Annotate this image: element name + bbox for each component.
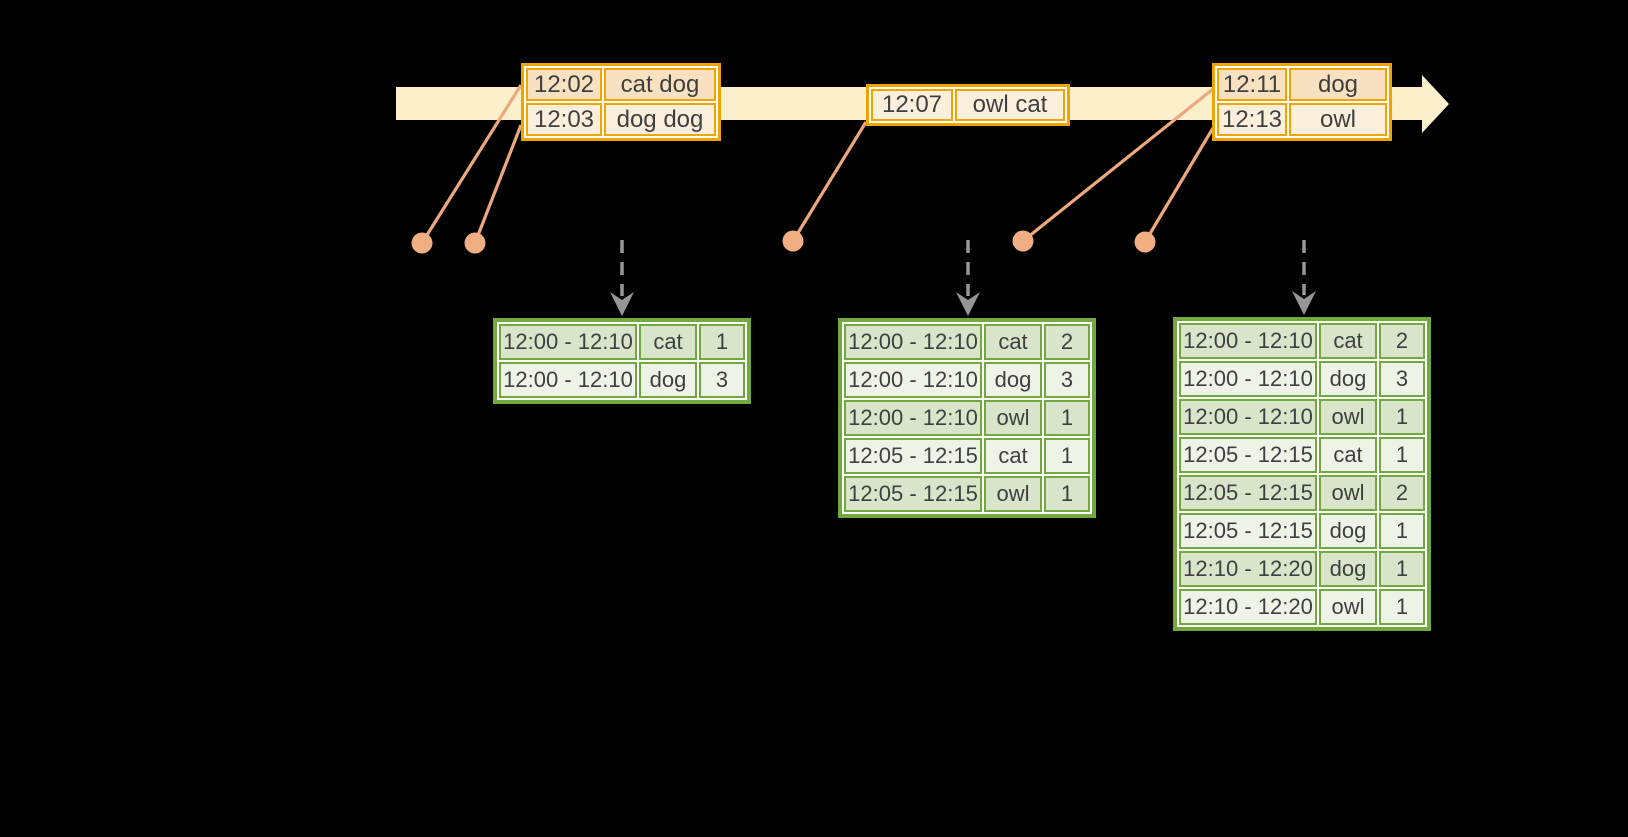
table-cell: 1 <box>699 324 745 360</box>
table-cell: 2 <box>1379 323 1425 359</box>
table-cell: 12:00 - 12:10 <box>499 324 637 360</box>
table-cell: 12:07 <box>871 89 953 121</box>
table-cell: 1 <box>1379 399 1425 435</box>
table-cell: 3 <box>1044 362 1090 398</box>
table-cell: dog <box>1289 68 1387 101</box>
table-cell: dog <box>639 362 697 398</box>
table-cell: cat <box>1319 323 1377 359</box>
table-cell: cat <box>639 324 697 360</box>
table-cell: dog <box>984 362 1042 398</box>
table-cell: 12:03 <box>526 103 602 136</box>
event-dot <box>1134 231 1156 253</box>
trigger-arrow <box>956 240 980 316</box>
table-cell: cat dog <box>604 68 716 101</box>
table-cell: 12:05 - 12:15 <box>1179 475 1317 511</box>
table-cell: 1 <box>1044 400 1090 436</box>
table-cell: 1 <box>1044 476 1090 512</box>
table-cell: 2 <box>1379 475 1425 511</box>
table-cell: 12:00 - 12:10 <box>1179 361 1317 397</box>
table-cell: dog <box>1319 513 1377 549</box>
trigger-arrowhead-icon <box>610 292 634 316</box>
table-cell: cat <box>984 324 1042 360</box>
event-connector-line <box>1143 127 1215 243</box>
table-cell: dog <box>1319 361 1377 397</box>
table-cell: 12:05 - 12:15 <box>844 438 982 474</box>
table-cell: dog <box>1319 551 1377 587</box>
table-cell: owl <box>1289 103 1387 136</box>
table-cell: 12:10 - 12:20 <box>1179 589 1317 625</box>
table-cell: 12:05 - 12:15 <box>844 476 982 512</box>
table-cell: cat <box>984 438 1042 474</box>
table-cell: 12:10 - 12:20 <box>1179 551 1317 587</box>
table-cell: 2 <box>1044 324 1090 360</box>
table-cell: owl <box>984 400 1042 436</box>
table-cell: 3 <box>1379 361 1425 397</box>
table-cell: 12:00 - 12:10 <box>1179 323 1317 359</box>
table-cell: 12:00 - 12:10 <box>844 362 982 398</box>
trigger-arrow <box>610 240 634 316</box>
trigger-arrowhead-icon <box>1292 291 1316 315</box>
table-cell: 12:02 <box>526 68 602 101</box>
table-cell: owl <box>1319 589 1377 625</box>
trigger-arrowhead-icon <box>956 292 980 316</box>
table-cell: 1 <box>1379 551 1425 587</box>
table-cell: owl <box>1319 475 1377 511</box>
event-connector-line <box>473 124 523 244</box>
event-dot <box>464 232 486 254</box>
table-cell: 12:00 - 12:10 <box>499 362 637 398</box>
table-cell: dog dog <box>604 103 716 136</box>
event-dot <box>782 230 804 252</box>
event-dot <box>1012 230 1034 252</box>
table-cell: owl cat <box>955 89 1065 121</box>
event-dot <box>411 232 433 254</box>
table-cell: 12:13 <box>1217 103 1287 136</box>
event-connector-line <box>791 121 868 242</box>
timeline-arrowhead-icon <box>1422 75 1449 133</box>
table-cell: 12:11 <box>1217 68 1287 101</box>
table-cell: 1 <box>1379 437 1425 473</box>
table-cell: 3 <box>699 362 745 398</box>
trigger-arrow <box>1292 240 1316 315</box>
table-cell: 12:00 - 12:10 <box>844 400 982 436</box>
table-cell: 1 <box>1379 513 1425 549</box>
table-cell: 12:05 - 12:15 <box>1179 437 1317 473</box>
table-cell: 12:00 - 12:10 <box>844 324 982 360</box>
table-cell: owl <box>984 476 1042 512</box>
table-cell: 1 <box>1044 438 1090 474</box>
table-cell: 12:00 - 12:10 <box>1179 399 1317 435</box>
table-cell: cat <box>1319 437 1377 473</box>
table-cell: 1 <box>1379 589 1425 625</box>
table-cell: 12:05 - 12:15 <box>1179 513 1317 549</box>
table-cell: owl <box>1319 399 1377 435</box>
